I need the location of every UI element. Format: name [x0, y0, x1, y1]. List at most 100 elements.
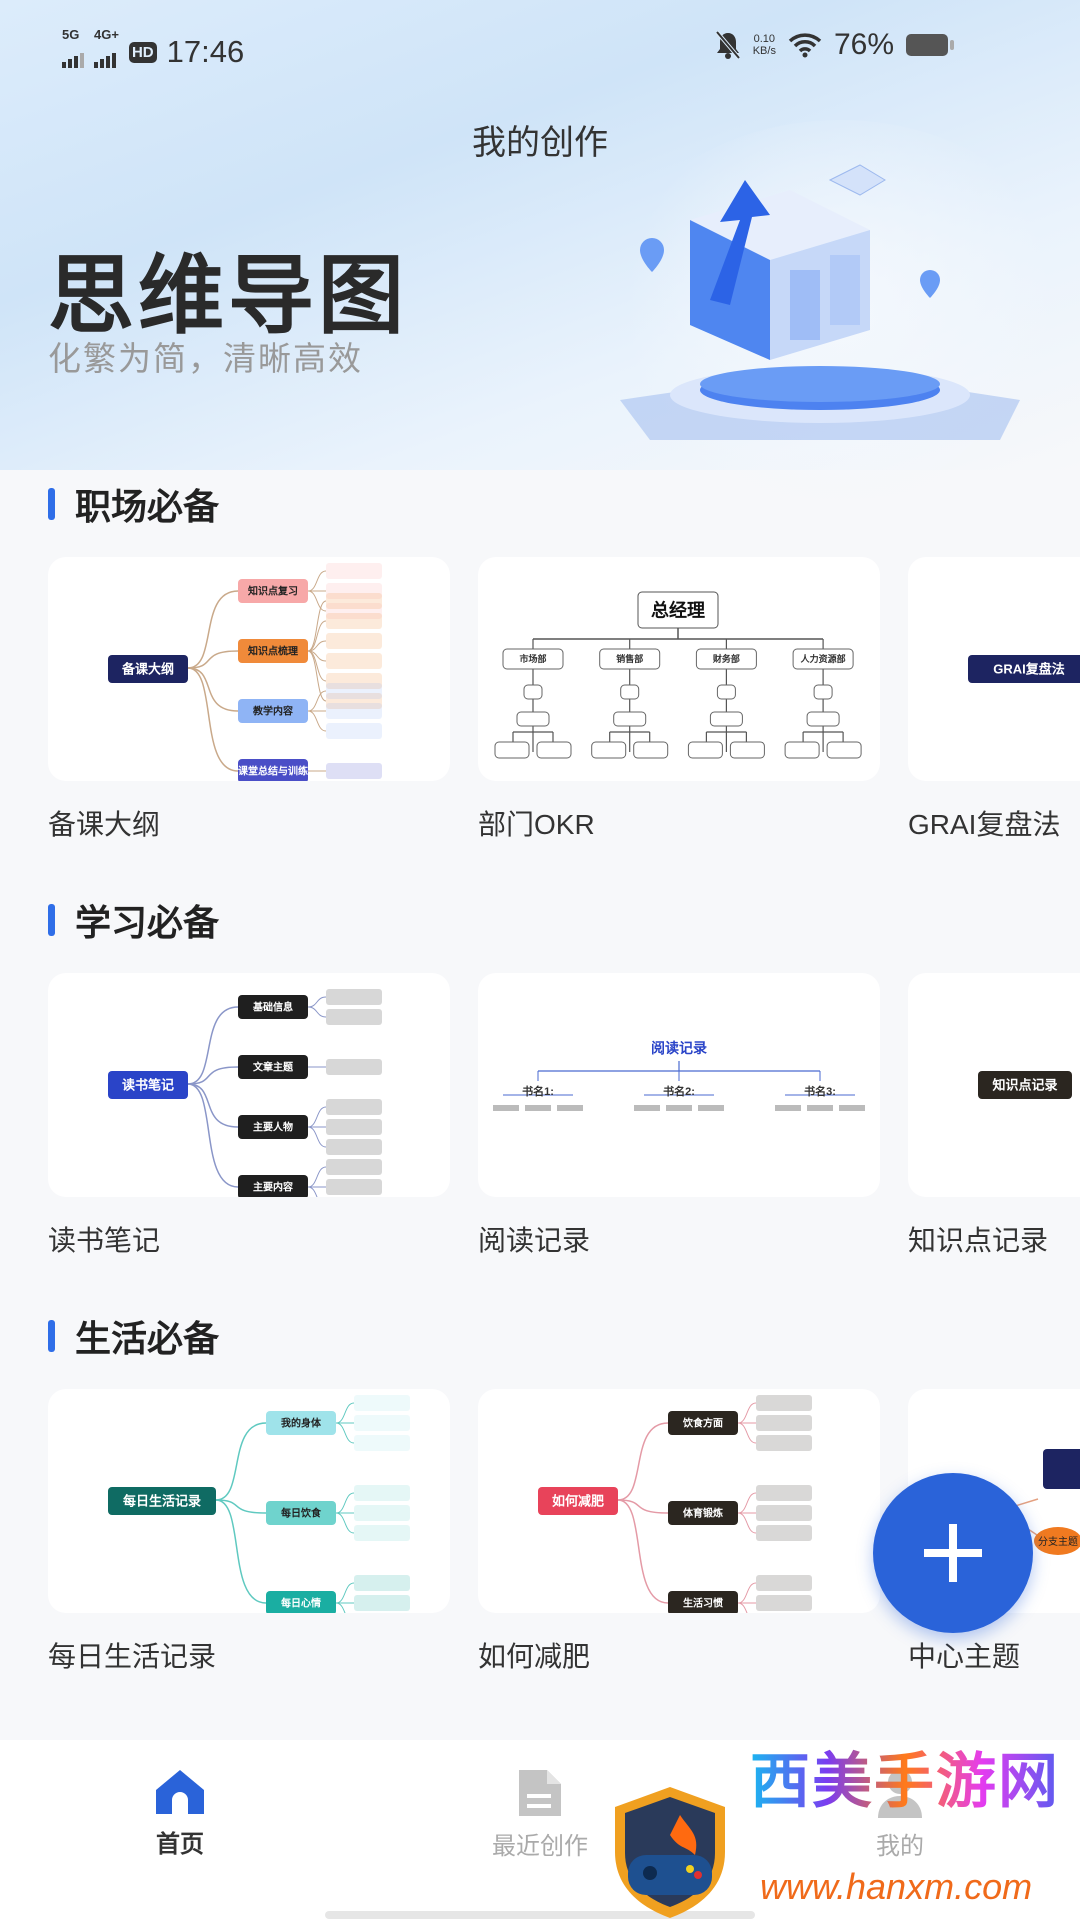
root-node-box	[108, 1487, 216, 1515]
template-card[interactable]: 阅读记录书名1:书名2:书名3:	[478, 973, 880, 1197]
home-indicator[interactable]	[325, 1911, 755, 1919]
branch-line	[617, 1499, 669, 1514]
template-label[interactable]: 阅读记录	[478, 1225, 591, 1256]
leaf-line	[737, 1602, 748, 1613]
leaf-line	[335, 1492, 355, 1514]
nav-recent[interactable]: 最近创作	[440, 1768, 640, 1861]
template-label[interactable]: 每日生活记录	[48, 1641, 217, 1672]
branch-node-text: 主要内容	[253, 1181, 293, 1194]
branch-node-box	[266, 1411, 336, 1435]
branch-node-text: 文章主题	[253, 1061, 294, 1074]
sub-node-box	[826, 741, 862, 759]
leaf-node	[807, 1105, 833, 1111]
template-label[interactable]: 部门OKR	[478, 809, 595, 840]
sub-node-box	[633, 741, 669, 759]
branch-node-text: 每日饮食	[281, 1507, 322, 1520]
speed-value: 0.10	[753, 33, 776, 45]
branch-node-text: 知识点梳理	[247, 645, 298, 658]
template-label[interactable]: 备课大纲	[48, 809, 161, 840]
leaf-node	[326, 1159, 382, 1175]
clock: 17:46	[166, 34, 245, 69]
template-label[interactable]: GRAI复盘法	[908, 809, 1061, 840]
leaf-line	[307, 650, 327, 702]
root-node-text: 知识点记录	[992, 1078, 1057, 1093]
wifi-icon	[788, 33, 822, 58]
gamepad-shield-logo	[615, 1787, 725, 1918]
dept-node-text: 销售部	[616, 653, 643, 664]
template-card[interactable]: GRAI复盘法	[908, 557, 1080, 781]
sub-node-box	[806, 711, 840, 727]
create-button[interactable]	[873, 1473, 1033, 1633]
leaf-node	[326, 693, 382, 709]
template-card[interactable]: 饮食方面体育锻炼生活习惯如何减肥	[478, 1389, 880, 1613]
branch-node-text: 体育锻炼	[683, 1507, 723, 1520]
leaf-line	[737, 1422, 757, 1444]
leaf-line	[307, 640, 327, 652]
leaf-node	[775, 1105, 801, 1111]
template-card[interactable]: 知识点复习知识点梳理教学内容课堂总结与训练备课大纲	[48, 557, 450, 781]
branch-node-box	[238, 995, 308, 1019]
template-label[interactable]: 读书笔记	[48, 1225, 161, 1256]
nav-home[interactable]: 首页	[80, 1768, 280, 1859]
leaf-node	[493, 1105, 519, 1111]
dept-node-text: 财务部	[712, 653, 740, 664]
hero-title: 思维导图	[48, 248, 408, 344]
dept-node-text: 人力资源部	[800, 653, 846, 664]
template-card[interactable]: 基础信息文章主题主要人物主要内容读书笔记	[48, 973, 450, 1197]
leaf-line	[335, 1582, 355, 1604]
branch-line	[187, 667, 239, 712]
template-card[interactable]: 我的身体每日饮食每日心情每日生活记录	[48, 1389, 450, 1613]
root-node-text: 如何减肥	[552, 1494, 604, 1509]
battery-percent: 76%	[833, 28, 894, 61]
leaf-node	[326, 633, 382, 649]
branch-node-text: 主要人物	[253, 1121, 293, 1134]
signal-4g: 4G+	[94, 28, 119, 76]
sub-node-box	[591, 741, 627, 759]
branch-line	[187, 1066, 239, 1085]
leaf-line	[307, 1106, 327, 1128]
template-card[interactable]: 知识点记录	[908, 973, 1080, 1197]
sub-node-box	[709, 711, 743, 727]
section-title: 职场必备	[75, 486, 220, 527]
leaf-line	[737, 1582, 757, 1604]
leaf-line	[307, 690, 327, 712]
branch-node	[1034, 1527, 1080, 1555]
branch-line	[215, 1499, 267, 1604]
template-label[interactable]: 知识点记录	[908, 1225, 1049, 1256]
leaf-node	[698, 1105, 724, 1111]
branch-line	[617, 1499, 669, 1604]
nav-mine[interactable]: 我的	[800, 1768, 1000, 1861]
org-line	[533, 628, 823, 640]
section-header: 学习必备	[48, 894, 219, 946]
section-header: 职场必备	[48, 478, 219, 530]
hero-subtitle: 化繁为简，清晰高效	[48, 340, 363, 377]
mindmap-thumbnail: 分支主题	[908, 1449, 1080, 1555]
branch-node-text: 生活习惯	[683, 1597, 723, 1610]
branch-text: 书名2:	[663, 1084, 695, 1098]
template-card[interactable]: 总经理市场部销售部财务部人力资源部	[478, 557, 880, 781]
nav-recent-label: 最近创作	[492, 1833, 588, 1860]
leaf-node	[326, 583, 382, 599]
section-title: 生活必备	[75, 1318, 220, 1359]
signal-icon	[94, 52, 116, 68]
section-title: 学习必备	[75, 902, 220, 943]
leaf-node	[354, 1575, 410, 1591]
leaf-node	[326, 1009, 382, 1025]
leaf-line	[307, 1186, 318, 1197]
leaf-node	[756, 1525, 812, 1541]
sub-node-box	[687, 741, 723, 759]
template-label[interactable]: 中心主题	[908, 1641, 1021, 1672]
template-label[interactable]: 如何减肥	[478, 1641, 591, 1672]
sub-node-box	[516, 711, 550, 727]
leaf-line	[307, 996, 327, 1008]
root-node-text: 每日生活记录	[123, 1494, 201, 1509]
leaf-node	[326, 683, 382, 699]
hero-illustration	[620, 164, 1020, 440]
leaf-node	[326, 1179, 382, 1195]
branch-text: 书名3:	[804, 1084, 836, 1098]
branch-node-text: 教学内容	[252, 705, 293, 718]
branch-line	[215, 1499, 267, 1514]
